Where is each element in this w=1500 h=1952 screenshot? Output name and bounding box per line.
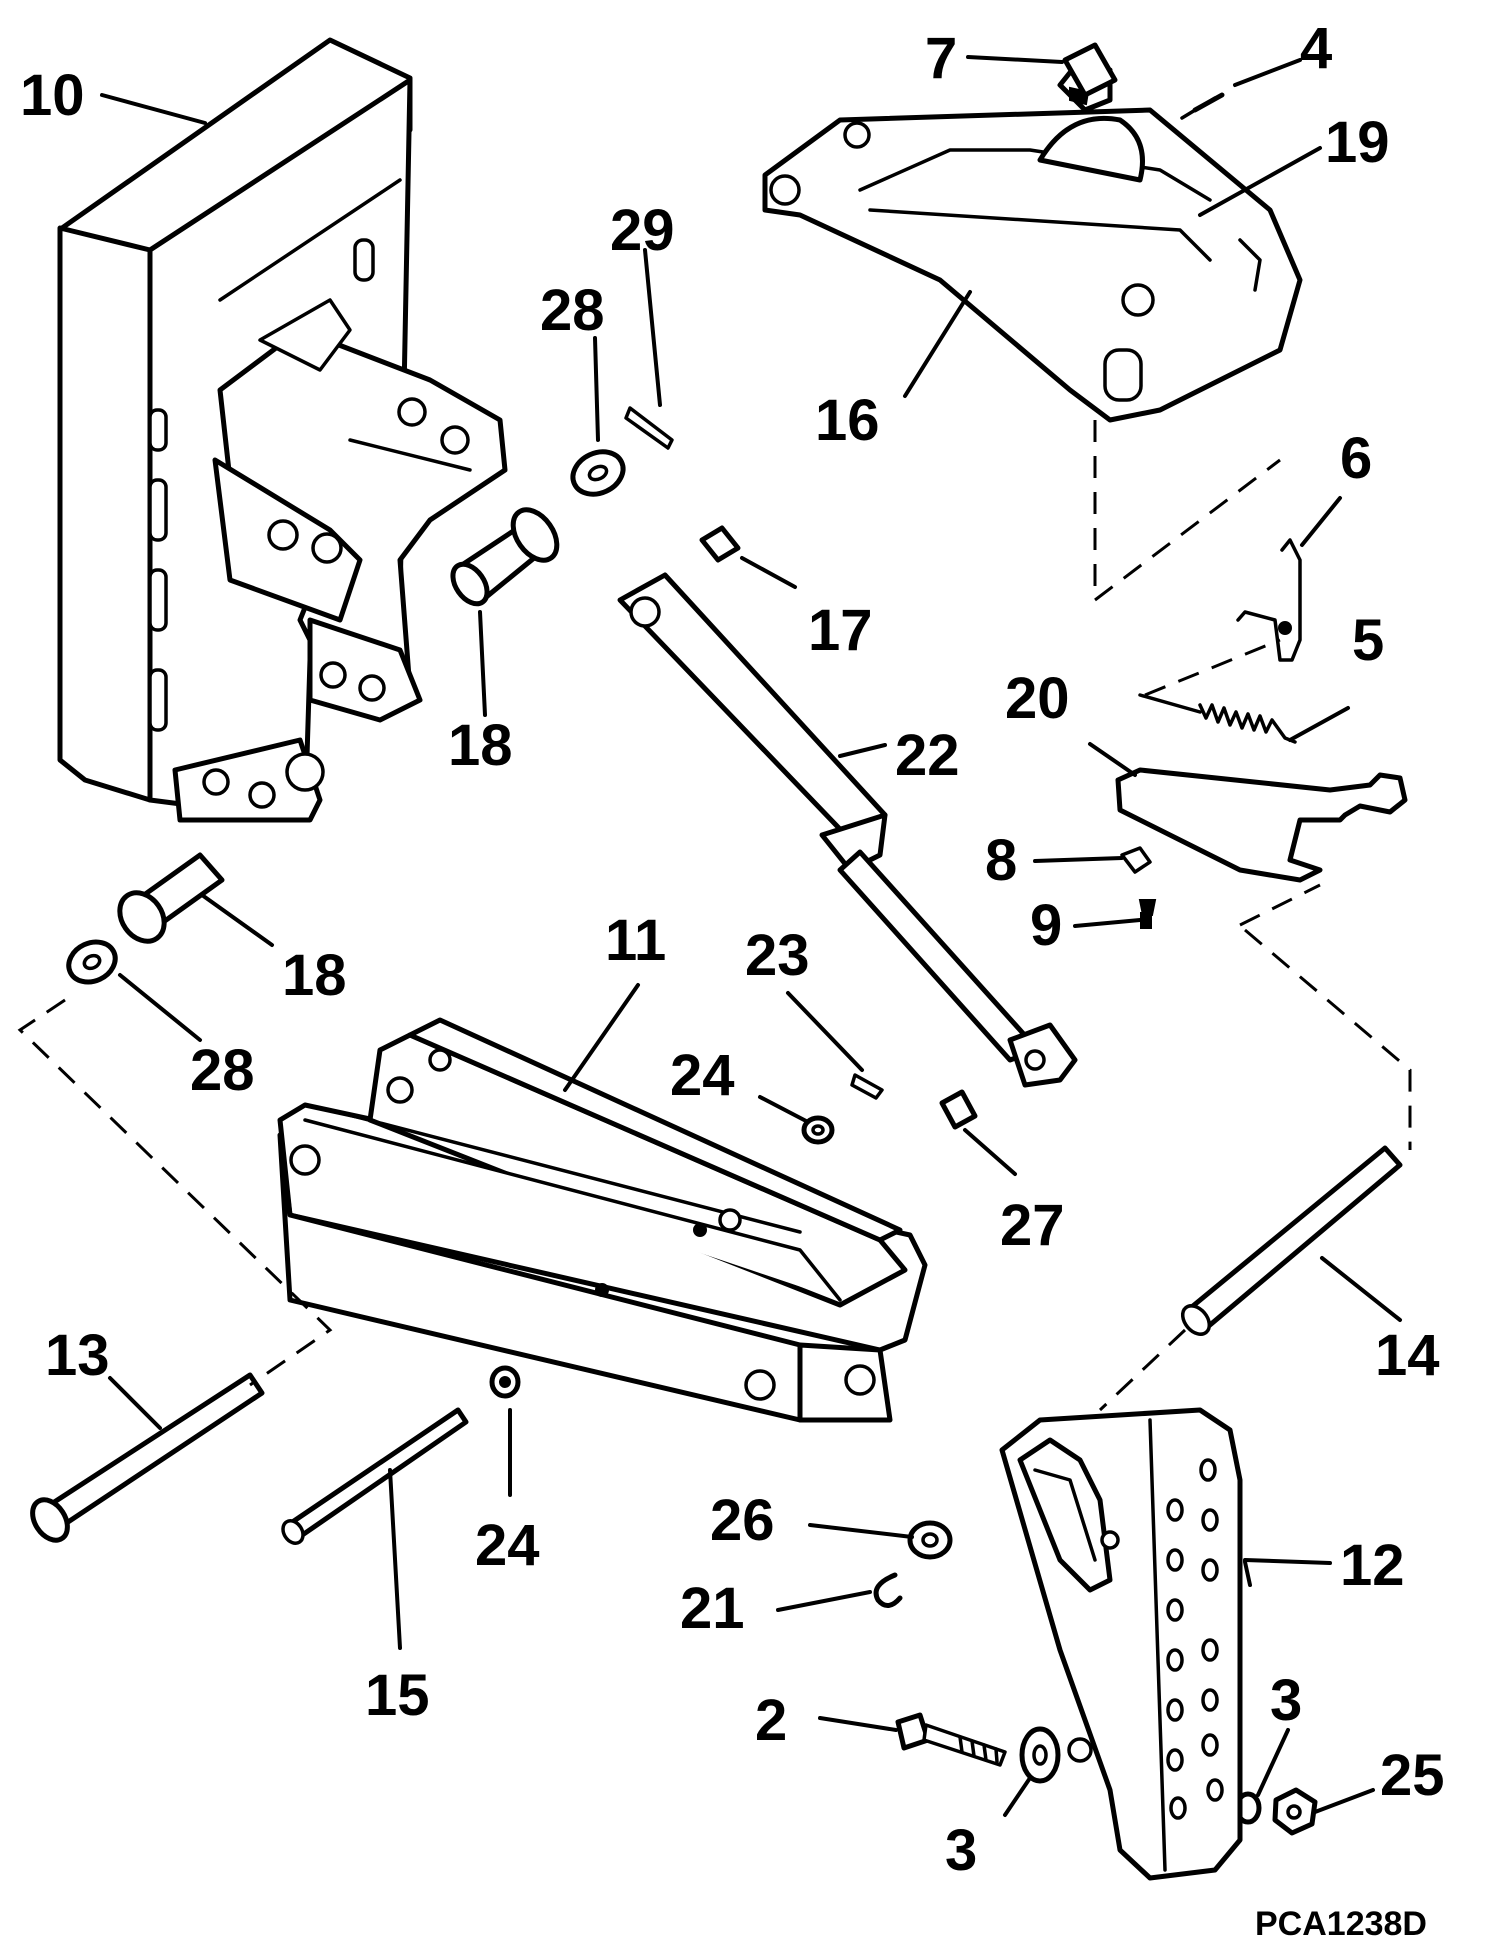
callout-19: 19	[1325, 110, 1390, 175]
pin-part-14	[1180, 1145, 1403, 1336]
callout-7: 7	[925, 26, 957, 91]
callout-labels: 10 7 4 19 29 28 16 6 18 17 5 20 22 8 9 1…	[20, 16, 1445, 1943]
callout-12: 12	[1340, 1533, 1405, 1598]
clip-part-21	[873, 1572, 903, 1608]
washer-part-24-upper	[801, 1115, 835, 1145]
spring-part-5	[1138, 693, 1297, 744]
alignment-lines	[17, 420, 1412, 1412]
cotter-pin-part-23	[850, 1073, 884, 1100]
callout-2: 2	[755, 1688, 787, 1753]
pin-part-4	[1180, 96, 1217, 120]
callout-22: 22	[895, 723, 960, 788]
callout-20: 20	[1005, 666, 1070, 731]
callout-16: 16	[815, 388, 880, 453]
callout-27: 27	[1000, 1193, 1065, 1258]
callout-25: 25	[1380, 1743, 1445, 1808]
callout-28-upper: 28	[540, 278, 605, 343]
reference-code: PCA1238D	[1255, 1905, 1427, 1943]
callout-24-lower: 24	[475, 1513, 540, 1578]
washer-part-26	[907, 1520, 953, 1560]
lever-part-6	[1236, 538, 1302, 662]
knob-part-7	[1062, 42, 1118, 98]
bolt-part-2	[895, 1712, 1007, 1767]
channel-part-11	[277, 1017, 928, 1423]
screw-part-9	[1138, 899, 1157, 929]
bushing-part-27	[939, 1089, 978, 1130]
callout-23: 23	[745, 923, 810, 988]
cotter-pin-part-29	[624, 406, 674, 450]
callout-24-upper: 24	[670, 1043, 735, 1108]
pin-part-18-lower	[117, 852, 225, 944]
callout-28-lower: 28	[190, 1038, 255, 1103]
washer-part-28-upper	[570, 449, 626, 497]
swivel-bracket-part-16	[762, 57, 1303, 423]
stern-bracket-part-10	[57, 37, 508, 823]
pin-part-18-upper	[450, 507, 560, 607]
callout-4: 4	[1300, 16, 1332, 81]
callout-6: 6	[1340, 426, 1372, 491]
callout-8: 8	[985, 828, 1017, 893]
callout-18-upper: 18	[448, 713, 513, 778]
callout-3-right: 3	[1270, 1668, 1302, 1733]
callout-5: 5	[1352, 608, 1384, 673]
tilt-cylinder-part-22	[617, 572, 1078, 1088]
wire-bracket-part-20	[1115, 767, 1408, 883]
callout-9: 9	[1030, 893, 1062, 958]
washer-part-28-lower	[66, 939, 118, 985]
nut-part-25	[1272, 1787, 1318, 1836]
clip-part-8	[1120, 846, 1152, 874]
callout-21: 21	[680, 1576, 745, 1641]
callout-26: 26	[710, 1488, 775, 1553]
washer-part-24-lower	[489, 1365, 521, 1399]
washer-part-3-left	[1019, 1726, 1061, 1784]
callout-17: 17	[808, 598, 873, 663]
callout-15: 15	[365, 1663, 430, 1728]
pin-part-13	[30, 1372, 265, 1543]
bushing-part-17	[699, 525, 741, 563]
callout-29: 29	[610, 198, 675, 263]
callout-13: 13	[45, 1323, 110, 1388]
callout-10: 10	[20, 63, 85, 128]
callout-11: 11	[605, 908, 666, 973]
callout-14: 14	[1375, 1323, 1440, 1388]
pin-part-15	[281, 1407, 469, 1545]
clamp-bracket-part-12	[999, 1407, 1243, 1881]
callout-18-lower: 18	[282, 943, 347, 1008]
leader-lines	[100, 55, 1402, 1817]
callout-3-left: 3	[945, 1818, 977, 1883]
